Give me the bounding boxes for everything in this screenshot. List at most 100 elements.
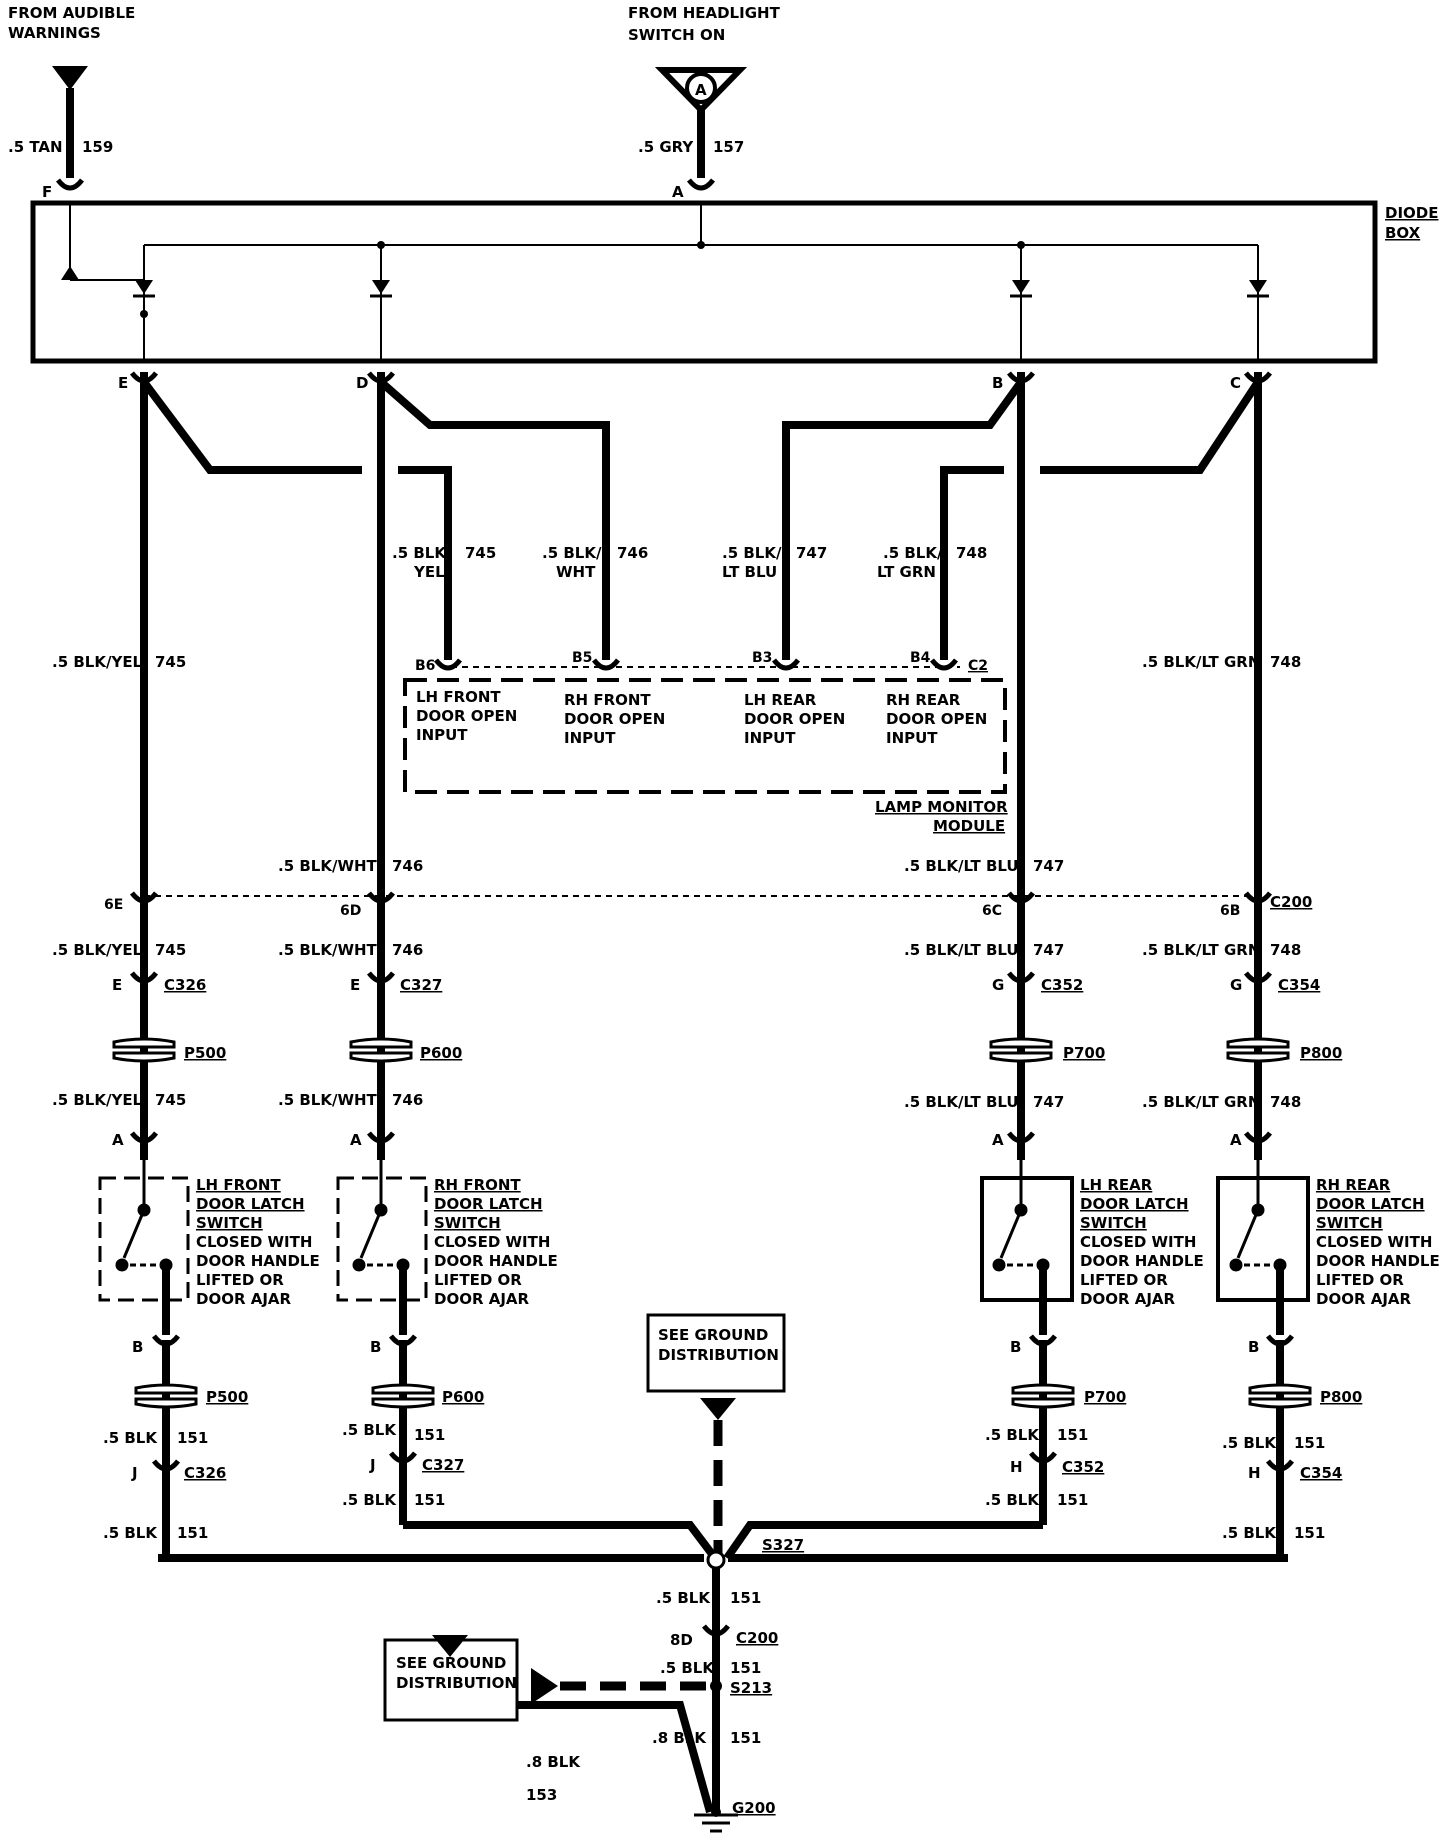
connector-pin: G	[1230, 976, 1242, 994]
diode-box	[30, 200, 1378, 364]
see-ground-label: DISTRIBUTION	[658, 1346, 779, 1364]
wire-label: .5 BLK/	[722, 544, 782, 562]
connector-pin: 8D	[670, 1631, 693, 1649]
wire-circuit: 746	[392, 1091, 423, 1109]
switch-label: CLOSED WITH	[434, 1233, 550, 1251]
lmm-pin: B6	[415, 658, 435, 674]
diode-box-label-1: DIODE	[1385, 204, 1438, 222]
passthrough-label: P600	[420, 1044, 462, 1062]
lmm-input-label: INPUT	[886, 729, 938, 747]
arrow-icon	[531, 1668, 558, 1704]
connector-pin: A	[112, 1131, 124, 1149]
passthrough-label: P700	[1084, 1388, 1126, 1406]
connector-label: C327	[400, 976, 442, 994]
connector-label: C352	[1041, 976, 1083, 994]
connector-pin: A	[350, 1131, 362, 1149]
ground-distribution-links	[383, 1313, 786, 1833]
connector-pin: E	[112, 976, 122, 994]
passthrough-label: P500	[184, 1044, 226, 1062]
lmm-input-label: LH REAR	[744, 691, 817, 709]
ground-labels: SEE GROUND DISTRIBUTION S327 .5 BLK 151 …	[396, 1326, 804, 1817]
ground-label: G200	[732, 1799, 776, 1817]
connector-pin: J	[369, 1456, 376, 1474]
wire-circuit: 151	[1057, 1491, 1088, 1509]
wire-label: .8 BLK	[526, 1753, 581, 1771]
wire-label: .5 BLK	[1222, 1524, 1277, 1542]
switch-label: LH FRONT	[196, 1176, 281, 1194]
lmm-connector: C2	[968, 658, 988, 674]
wire-label: .5 BLK	[1222, 1434, 1277, 1452]
connector-pin: B	[370, 1338, 381, 1356]
headlight-switch-source	[654, 67, 748, 188]
passthrough-label: P500	[206, 1388, 248, 1406]
passthrough-label: P800	[1320, 1388, 1362, 1406]
switch-label: CLOSED WITH	[1316, 1233, 1432, 1251]
wire-circuit: 747	[796, 544, 827, 562]
wire-circuit: 748	[1270, 941, 1301, 959]
wire-label: .5 BLK/LT GRN	[1142, 1093, 1260, 1111]
switch-label: DOOR AJAR	[196, 1290, 292, 1308]
wire-circuit: 745	[155, 941, 186, 959]
switch-label: LH REAR	[1080, 1176, 1153, 1194]
lmm-input-label: RH REAR	[886, 691, 961, 709]
wire-circuit: 745	[465, 544, 496, 562]
wire-label: .5 BLK/YEL	[52, 1091, 143, 1109]
wire-circuit: 747	[1033, 857, 1064, 875]
wire-label: .5 BLK	[342, 1491, 397, 1509]
wire-label: .5 BLK/LT GRN	[1142, 941, 1260, 959]
connector-pin: H	[1010, 1458, 1023, 1476]
splice-label: S327	[762, 1536, 804, 1554]
switch-label: SWITCH	[1316, 1214, 1383, 1232]
arrow-icon	[700, 1398, 736, 1420]
connector-label: C352	[1062, 1458, 1104, 1476]
wire-circuit: 748	[1270, 1093, 1301, 1111]
wire-circuit: 151	[730, 1659, 761, 1677]
wire-circuit: 153	[526, 1786, 557, 1804]
wire-label: WHT	[556, 563, 596, 581]
wire-circuit: 151	[1057, 1426, 1088, 1444]
switch-label: RH REAR	[1316, 1176, 1391, 1194]
c200-pin: 6B	[1220, 903, 1240, 919]
wire-circuit: 151	[1294, 1434, 1325, 1452]
lmm-input-label: INPUT	[744, 729, 796, 747]
headlight-badge: A	[695, 81, 707, 99]
wire-label: .5 BLK/LT BLU	[904, 941, 1019, 959]
lmm-input-label: DOOR OPEN	[564, 710, 665, 728]
audible-warning-source	[52, 66, 88, 188]
wire-label: .8 BLK	[652, 1729, 707, 1747]
passthrough-label: P800	[1300, 1044, 1342, 1062]
connector-label: C354	[1278, 976, 1320, 994]
wire-label: .5 BLK	[103, 1524, 158, 1542]
switch-label: LIFTED OR	[1080, 1271, 1168, 1289]
switch-label: DOOR LATCH	[1080, 1195, 1189, 1213]
connector-pin: E	[350, 976, 360, 994]
wire-label: .5 BLK	[985, 1491, 1040, 1509]
wire-label: .5 BLK/WHT	[278, 857, 378, 875]
connector-pin: J	[131, 1464, 138, 1482]
wire-circuit: 747	[1033, 941, 1064, 959]
switch-label: LIFTED OR	[434, 1271, 522, 1289]
switch-label: DOOR LATCH	[434, 1195, 543, 1213]
wire-label: .5 BLK/LT BLU	[904, 857, 1019, 875]
connector-label: C200	[736, 1629, 778, 1647]
lmm-pin: B5	[572, 650, 592, 666]
lmm-input-label: INPUT	[416, 726, 468, 744]
lmm-input-label: RH FRONT	[564, 691, 651, 709]
switch-label: DOOR AJAR	[1316, 1290, 1412, 1308]
switch-label: LIFTED OR	[196, 1271, 284, 1289]
see-ground-label: SEE GROUND	[658, 1326, 768, 1344]
connector-pin: A	[992, 1131, 1004, 1149]
wire-circuit: 746	[392, 941, 423, 959]
wire-label: .5 BLK/WHT	[278, 941, 378, 959]
headlight-circuit: 157	[713, 138, 744, 156]
c200-connector: C200	[1270, 893, 1312, 911]
connector-label: C327	[422, 1456, 464, 1474]
switch-label: DOOR LATCH	[196, 1195, 305, 1213]
arrow-icon	[432, 1635, 468, 1657]
lmm-input-label: DOOR OPEN	[416, 707, 517, 725]
audible-label-2: WARNINGS	[8, 24, 101, 42]
passthrough-label: P600	[442, 1388, 484, 1406]
audible-pin: F	[42, 183, 52, 201]
connector-label: C354	[1300, 1464, 1342, 1482]
